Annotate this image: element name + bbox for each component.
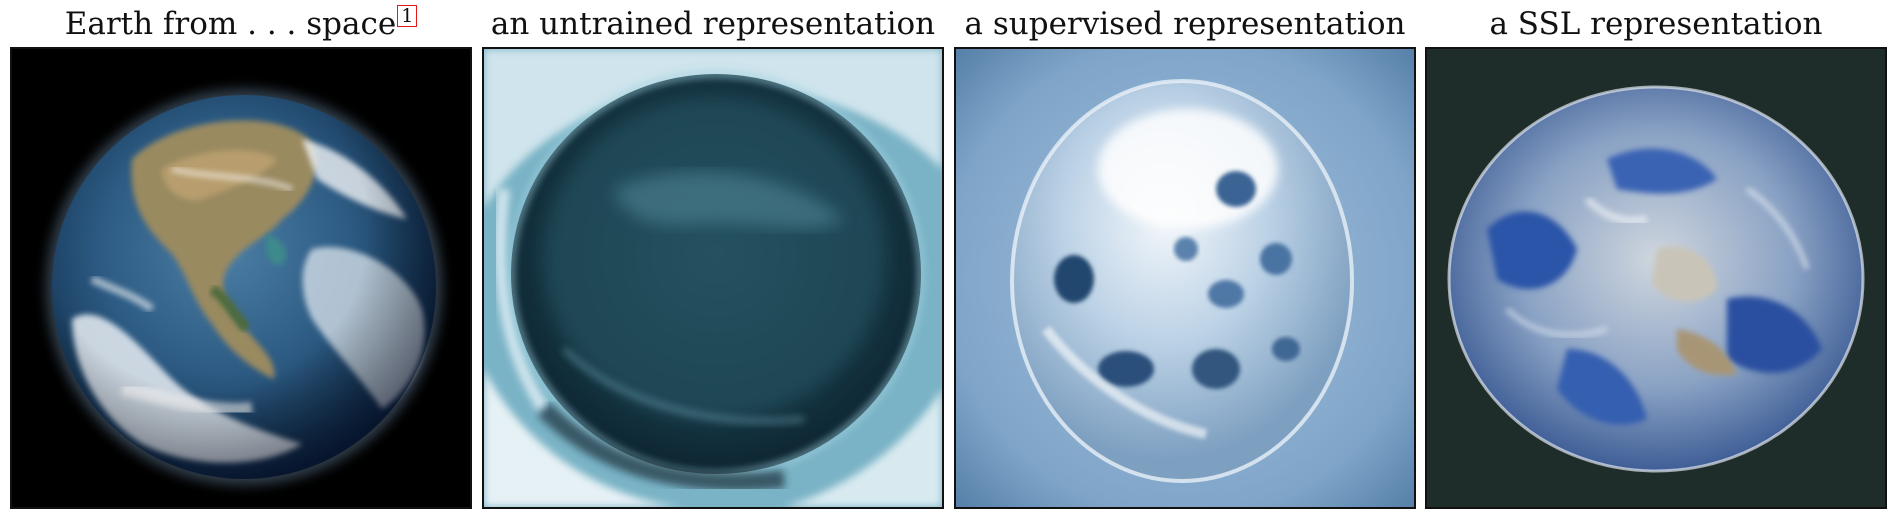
panel-ssl: a SSL representation bbox=[1425, 0, 1887, 510]
panel-untrained: an untrained representation bbox=[482, 0, 944, 510]
supervised-image-frame bbox=[954, 47, 1416, 509]
earth-globe-image bbox=[12, 49, 470, 507]
ssl-representation-image bbox=[1427, 49, 1885, 507]
panel-supervised: a supervised representation bbox=[954, 0, 1416, 510]
footnote-number: 1 bbox=[401, 5, 414, 27]
panel-caption: a SSL representation bbox=[1489, 6, 1823, 42]
untrained-image-frame bbox=[482, 47, 944, 509]
supervised-representation-image bbox=[956, 49, 1414, 507]
earth-photo-frame bbox=[10, 47, 472, 509]
panel-caption-text: Earth from . . . space bbox=[64, 6, 397, 42]
footnote-link[interactable]: 1 bbox=[397, 5, 418, 27]
ssl-image-frame bbox=[1425, 47, 1887, 509]
untrained-representation-image bbox=[484, 49, 942, 507]
panel-caption: a supervised representation bbox=[964, 6, 1406, 42]
panel-caption: an untrained representation bbox=[490, 6, 936, 42]
